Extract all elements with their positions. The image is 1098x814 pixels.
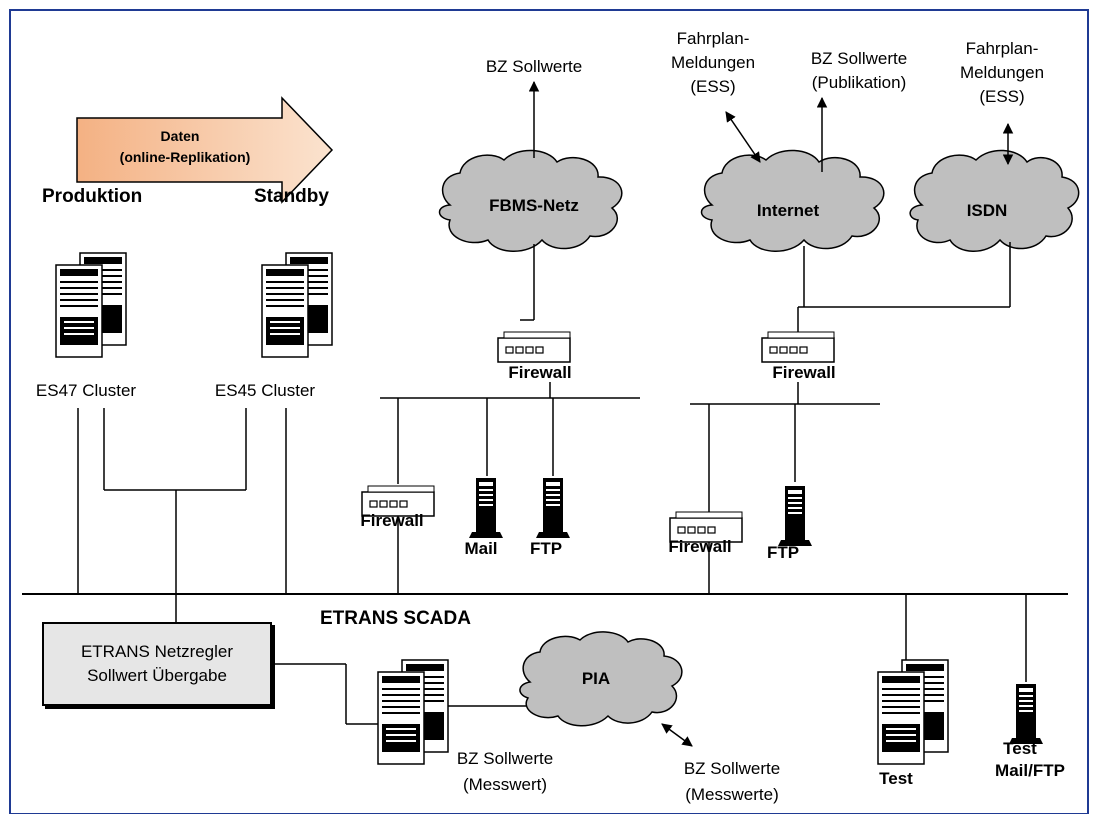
test-server-label: Test: [879, 769, 913, 788]
firewall-fbms-label: Firewall: [508, 363, 571, 382]
bz-publikation-line1: BZ Sollwerte: [811, 49, 907, 68]
fbms-cloud-label: FBMS-Netz: [489, 196, 579, 215]
ftp-server1-icon: [536, 478, 570, 538]
site-standby: Standby: [254, 186, 329, 207]
fahrplan1-line3: (ESS): [690, 77, 735, 96]
es45-cluster-server-icon: [261, 252, 333, 358]
firewall-internet-label: Firewall: [772, 363, 835, 382]
mail-server-icon: [469, 478, 503, 538]
external-arrows: [725, 96, 1014, 172]
pia-server-icon: [377, 659, 449, 765]
isdn-cloud: ISDN: [909, 149, 1080, 252]
arrow-line2: (online-Replikation): [120, 149, 251, 165]
firewall-dmz1-label: Firewall: [360, 511, 423, 530]
pia-arrow: [661, 723, 693, 747]
netzregler-line1: ETRANS Netzregler: [80, 642, 234, 661]
pia-messwert-line2: (Messwert): [463, 775, 547, 794]
fahrplan1-line2: Meldungen: [671, 53, 755, 72]
arrow-line1: Daten: [161, 128, 200, 144]
internet-cloud: Internet: [700, 149, 885, 252]
fahrplan2-line1: Fahrplan-: [966, 39, 1039, 58]
replication-arrow: Daten (online-Replikation): [76, 96, 334, 204]
bz-publikation-line2: (Publikation): [812, 73, 907, 92]
isdn-cloud-label: ISDN: [967, 201, 1008, 220]
firewall-internet-icon: [761, 331, 835, 363]
fahrplan1-line1: Fahrplan-: [677, 29, 750, 48]
bz-sollwerte-label: BZ Sollwerte: [486, 57, 582, 76]
pia-cloud-label: PIA: [582, 669, 610, 688]
pia-messwerte-line2: (Messwerte): [685, 785, 779, 804]
fahrplan2-line2: Meldungen: [960, 63, 1044, 82]
site-production: Produktion: [42, 186, 142, 207]
fahrplan2-line3: (ESS): [979, 87, 1024, 106]
internet-wiring: [797, 242, 1011, 334]
mail-server-label: Mail: [464, 539, 497, 558]
pia-wiring: [268, 663, 528, 725]
es47-cluster-server-icon: [55, 252, 127, 358]
es45-cluster-label: ES45 Cluster: [215, 381, 315, 400]
netzregler-line2: Sollwert Übergabe: [87, 666, 227, 685]
firewall-dmz2-label: Firewall: [668, 537, 731, 556]
ftp-server1-label: FTP: [530, 539, 562, 558]
pia-messwert-line1: BZ Sollwerte: [457, 749, 553, 768]
ftp-server2-label: FTP: [767, 543, 799, 562]
test-mailftp-server-icon: [1009, 684, 1043, 744]
internet-cloud-label: Internet: [757, 201, 820, 220]
test-server-icon: [877, 659, 949, 765]
scada-bus-label: ETRANS SCADA: [320, 608, 471, 629]
test-mailftp-line2: Mail/FTP: [995, 761, 1065, 780]
fbms-cloud: FBMS-Netz: [438, 149, 623, 252]
ftp-server2-icon: [778, 486, 812, 546]
pia-messwerte-line1: BZ Sollwerte: [684, 759, 780, 778]
netzregler-box: ETRANS Netzregler Sollwert Übergabe: [42, 622, 272, 706]
pia-cloud: PIA: [519, 631, 683, 727]
es47-cluster-label: ES47 Cluster: [36, 381, 136, 400]
test-mailftp-line1: Test: [1003, 739, 1037, 758]
cluster-wiring: [77, 408, 287, 622]
firewall-fbms-icon: [497, 331, 571, 363]
dmz-wiring: [380, 382, 880, 594]
